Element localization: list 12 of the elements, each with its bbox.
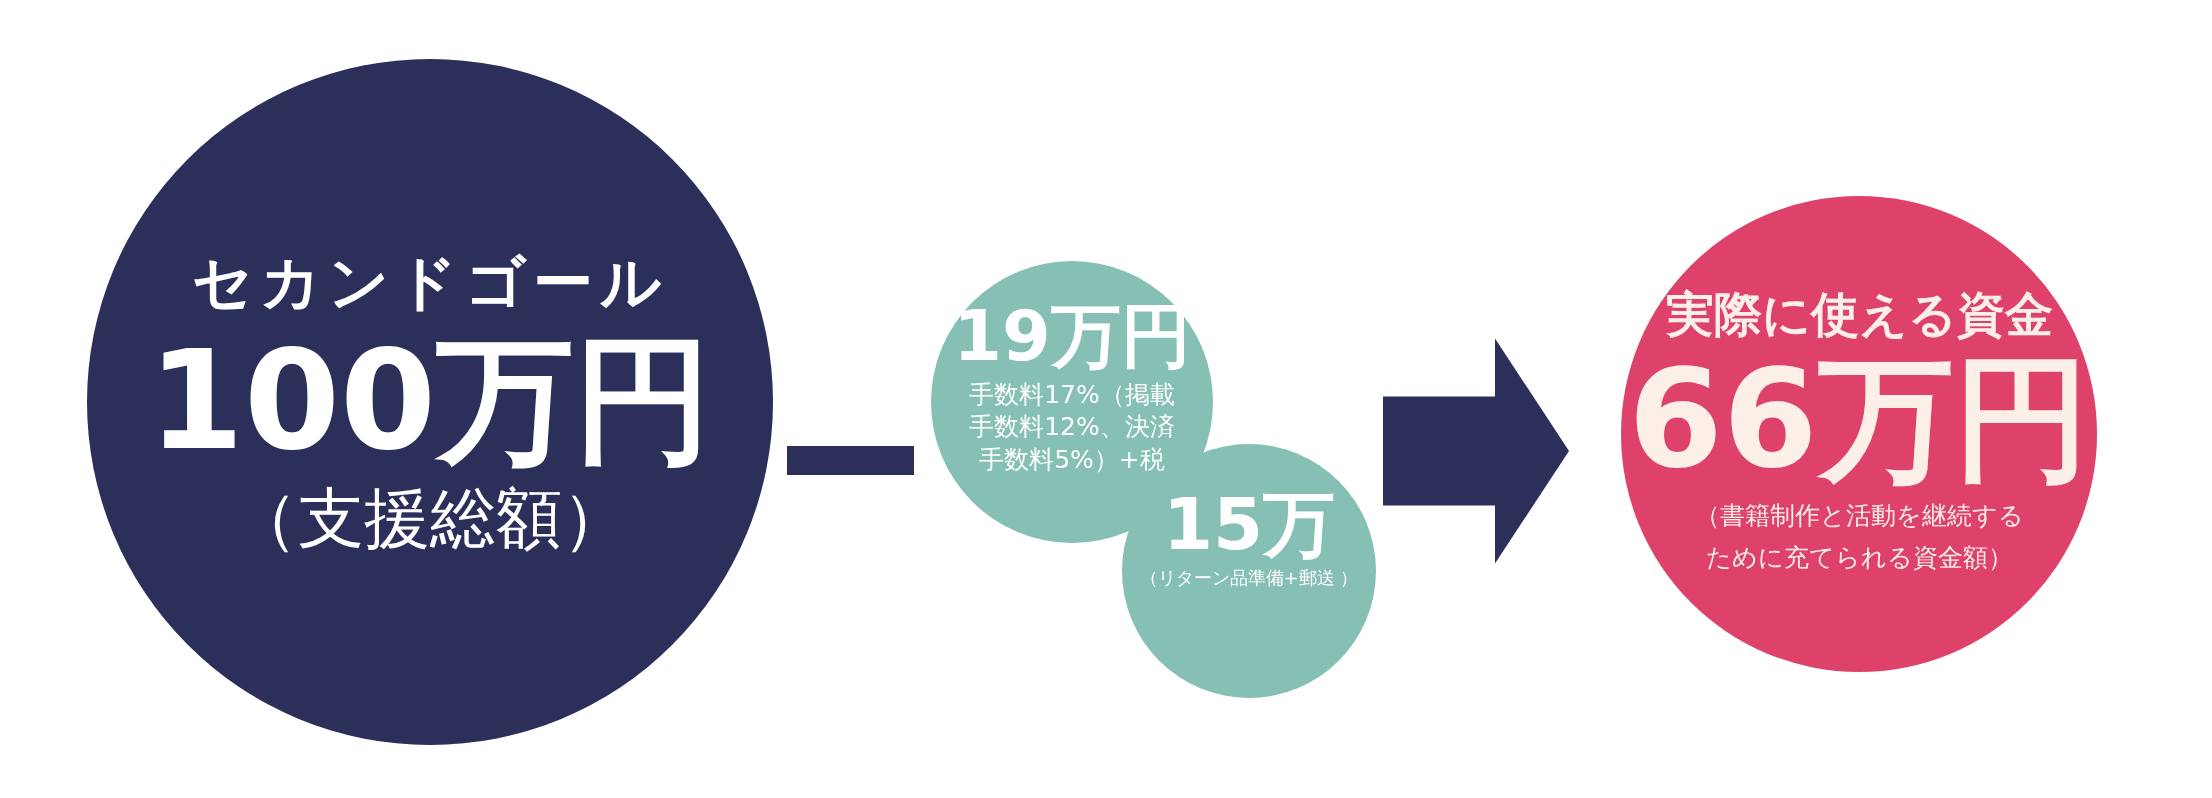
note-text: （支援総額） (232, 482, 628, 556)
note-text: （書籍制作と活動を継続するために充てられる資金額） (1693, 499, 2025, 575)
note-text: （リターン品準備+郵送 ） (1139, 567, 1359, 588)
heading-text: 実際に使える資金 (1665, 288, 2053, 342)
heading-text: セカンドゴール (191, 248, 669, 315)
arrow (1383, 338, 1569, 564)
amount-text: 66万円 (1628, 345, 2090, 495)
note-text: 手数料17%（掲載手数料12%、決済手数料5%）+税 (968, 378, 1176, 476)
amount-text: 15万 (1162, 484, 1336, 564)
amount-text: 100万円 (147, 324, 713, 477)
amount-text: 19万円 (953, 297, 1191, 375)
minus-sign (787, 446, 914, 475)
